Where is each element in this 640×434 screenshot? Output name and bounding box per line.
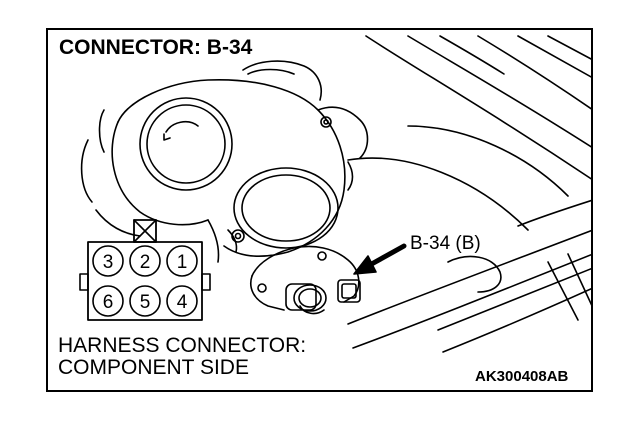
harness-connector-caption: HARNESS CONNECTOR: COMPONENT SIDE [58, 334, 311, 379]
pin-3: 3 [92, 245, 124, 277]
svg-text:2: 2 [140, 252, 151, 273]
svg-text:5: 5 [140, 292, 151, 313]
throttle-body [80, 60, 369, 263]
diagram-frame: 3 2 1 6 5 4 CONNECTOR: B-34 [46, 28, 593, 392]
connector-callout-label: B-34 (B) [410, 233, 481, 254]
svg-text:3: 3 [103, 252, 114, 273]
pin-2: 2 [129, 245, 161, 277]
svg-text:6: 6 [103, 292, 114, 313]
pin-1: 1 [166, 245, 198, 277]
pin-4: 4 [166, 285, 198, 317]
harness-connector-face: 3 2 1 6 5 4 [79, 219, 211, 321]
svg-text:4: 4 [177, 292, 188, 313]
caption-line-1: HARNESS CONNECTOR: [58, 334, 307, 357]
hose-lines [347, 199, 591, 353]
pin-5: 5 [129, 285, 161, 317]
pin-6: 6 [92, 285, 124, 317]
body-panel-lines [347, 35, 591, 231]
caption-line-2: COMPONENT SIDE [58, 356, 249, 379]
pointer-arrow [353, 243, 407, 275]
connector-title: CONNECTOR: B-34 [58, 36, 256, 60]
engine-illustration: 3 2 1 6 5 4 [79, 35, 591, 353]
sensor-component [250, 245, 361, 315]
svg-text:1: 1 [177, 252, 188, 273]
figure-code: AK300408AB [473, 368, 571, 385]
